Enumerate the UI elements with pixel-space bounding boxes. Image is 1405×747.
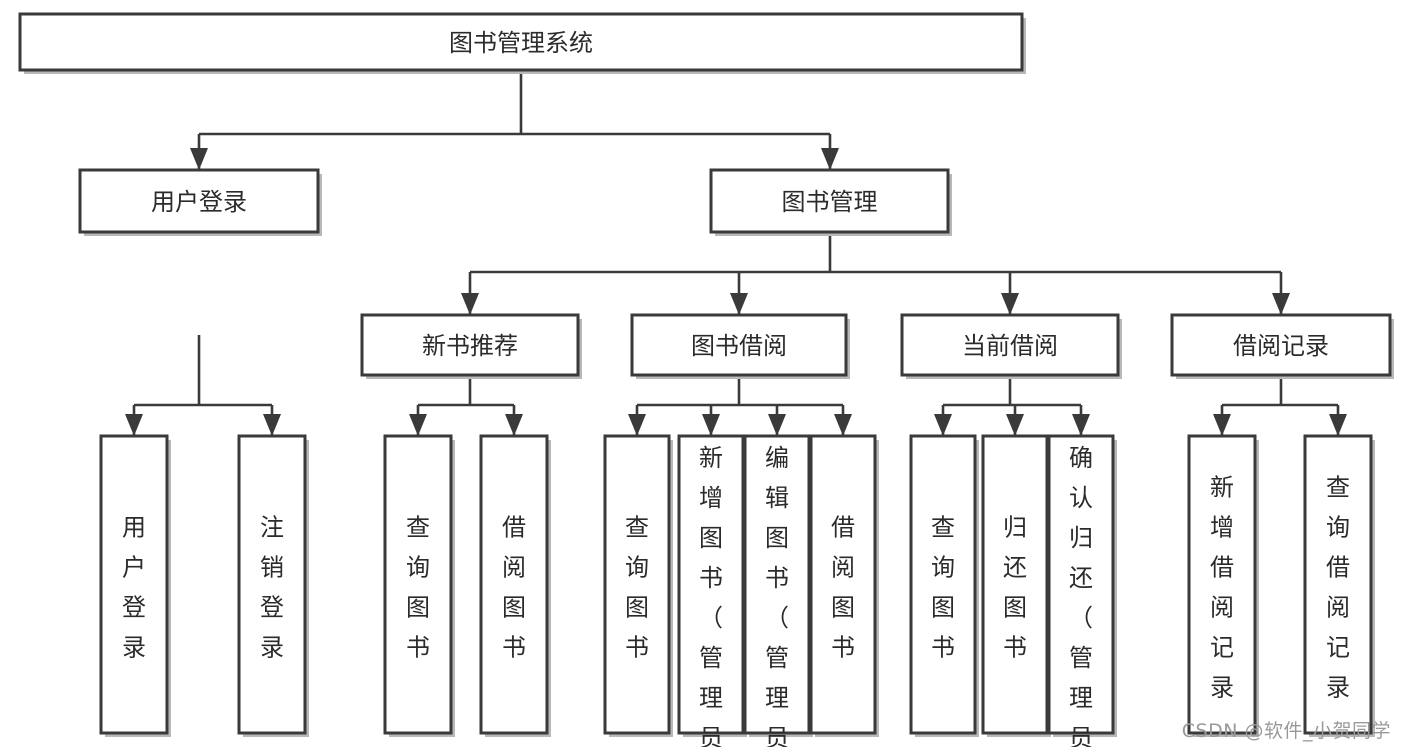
connector-arrowhead [263,414,281,436]
connector-arrowhead [768,414,786,436]
subbranch-label: 新书推荐 [422,332,518,360]
connector-arrowhead [628,414,646,436]
subbranch-node[interactable]: 借阅记录 [1170,313,1394,379]
node-rect [78,168,320,234]
leaf-node[interactable]: 查询图书 [603,434,673,737]
node-rect [900,313,1120,377]
leaf-label: 查询图书 [406,514,430,662]
leaf-node[interactable]: 确认归还（管理员） [1047,434,1117,747]
node-rect [360,313,580,377]
branch-node[interactable]: 用户登录 [78,168,322,236]
node-rect [677,434,745,735]
leaf-label: 确认归还（管理员） [1069,444,1093,747]
node-rect [18,12,1024,72]
node-rect [743,434,811,735]
node-rect [479,434,549,735]
leaf-label: 编辑图书（管理员） [765,444,789,747]
leaf-node[interactable]: 查询图书 [909,434,979,737]
leaf-label: 新增图书（管理员） [699,444,723,747]
connector-arrowhead [934,414,952,436]
leaf-node[interactable]: 新增图书（管理员） [677,434,747,747]
node-rect [603,434,671,735]
connector-layer [125,70,1347,436]
leaf-node[interactable]: 查询图书 [383,434,455,737]
leaf-label: 归还图书 [1003,514,1027,662]
subbranch-node[interactable]: 图书借阅 [630,313,850,379]
leaf-node[interactable]: 借阅图书 [479,434,551,737]
node-rect [709,168,950,234]
subbranch-label: 当前借阅 [962,332,1058,360]
leaf-label: 新增借阅记录 [1210,474,1234,702]
node-rect [1047,434,1115,735]
connector-arrowhead [1001,293,1019,315]
connector-arrowhead [1213,414,1231,436]
leaf-label: 用户登录 [122,514,146,662]
connector-arrowhead [409,414,427,436]
leaf-node[interactable]: 编辑图书（管理员） [743,434,813,747]
leaf-label: 借阅图书 [831,514,855,662]
subbranch-node[interactable]: 新书推荐 [360,313,582,379]
connector-arrowhead [1272,293,1290,315]
subbranch-label: 图书借阅 [691,332,787,360]
node-rect [630,313,848,377]
node-rect [809,434,877,735]
connector-arrowhead [190,148,208,170]
connector-arrowhead [1006,414,1024,436]
leaf-label: 借阅图书 [502,514,526,662]
connector-arrowhead [834,414,852,436]
node-rect [1187,434,1257,735]
leaf-node[interactable]: 用户登录 [99,434,171,737]
connector-arrowhead [821,148,839,170]
branch-label: 图书管理 [782,188,878,216]
node-rect [909,434,977,735]
root-label: 图书管理系统 [449,29,593,57]
branch-label: 用户登录 [151,188,247,216]
node-rect [237,434,307,735]
connector-arrowhead [702,414,720,436]
leaf-node[interactable]: 查询借阅记录 [1303,434,1375,737]
connector-arrowhead [505,414,523,436]
leaf-label: 注销登录 [260,514,284,662]
branch-node[interactable]: 图书管理 [709,168,952,236]
node-rect [1170,313,1392,377]
subbranch-node[interactable]: 当前借阅 [900,313,1122,379]
node-rect [981,434,1049,735]
leaf-node[interactable]: 借阅图书 [809,434,879,737]
node-rect [1303,434,1373,735]
connector-arrowhead [125,414,143,436]
connector-arrowhead [1072,414,1090,436]
connector-arrowhead [1329,414,1347,436]
node-rect [383,434,453,735]
root-node[interactable]: 图书管理系统 [18,12,1026,74]
connector-arrowhead [730,293,748,315]
leaf-label: 查询借阅记录 [1326,474,1350,702]
leaf-label: 查询图书 [625,514,649,662]
node-rect [99,434,169,735]
node-layer: 图书管理系统用户登录图书管理新书推荐图书借阅当前借阅借阅记录用户登录注销登录查询… [18,12,1394,747]
leaf-node[interactable]: 新增借阅记录 [1187,434,1259,737]
leaf-label: 查询图书 [931,514,955,662]
subbranch-label: 借阅记录 [1233,332,1329,360]
leaf-node[interactable]: 归还图书 [981,434,1051,737]
leaf-node[interactable]: 注销登录 [237,434,309,737]
connector-arrowhead [461,293,479,315]
